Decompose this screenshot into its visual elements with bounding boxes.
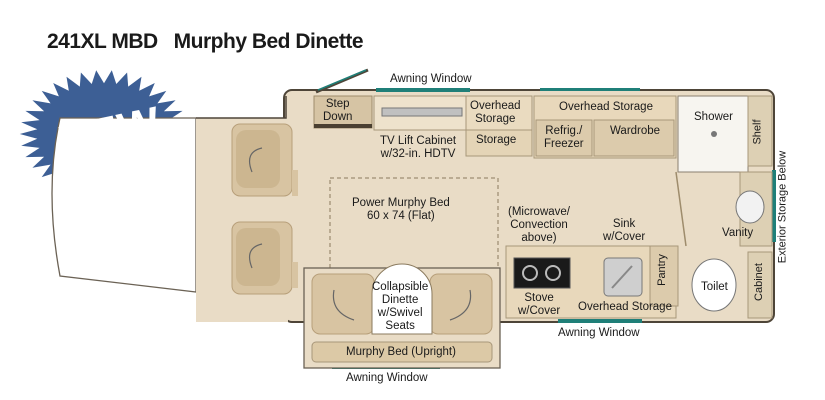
driver-seat [231, 123, 293, 197]
label-shower: Shower [694, 111, 733, 123]
cabinet-bath [747, 251, 773, 319]
side-window-right [772, 170, 776, 242]
awning-window-bottom [558, 319, 642, 323]
label-power-murphy-bed: Power Murphy Bed 60 x 74 (Flat) [352, 197, 450, 222]
entry-door [315, 68, 369, 94]
wardrobe [593, 119, 675, 157]
label-tv-lift: TV Lift Cabinet w/32-in. HDTV [380, 135, 457, 160]
pantry [649, 245, 679, 307]
toilet [691, 258, 737, 312]
label-cabinet: Cabinet [752, 263, 765, 301]
cab-area [51, 117, 197, 293]
overhead-storage-1 [465, 95, 533, 131]
storage-cabinet [465, 129, 533, 157]
label-sink: Sink w/Cover [603, 218, 646, 243]
label-wardrobe: Wardrobe [610, 125, 661, 137]
awning-window-top [376, 88, 470, 92]
dinette-table [371, 263, 433, 335]
label-shelf: Shelf [751, 119, 764, 145]
label-exterior-storage: Exterior Storage Below [776, 150, 789, 264]
step-down-area [313, 95, 373, 129]
label-vanity: Vanity [722, 227, 754, 239]
label-stove: Stove w/Cover [518, 292, 561, 317]
floorplan-title: 241XL MBD Murphy Bed Dinette [47, 30, 364, 54]
label-step-down: Step Down [323, 98, 353, 123]
floorplan-name: Murphy Bed Dinette [173, 30, 364, 53]
label-awning-window-top: Awning Window [390, 73, 472, 85]
shelf [747, 95, 773, 167]
label-pantry: Pantry [655, 254, 668, 286]
label-overhead-storage-3: Overhead Storage [578, 301, 672, 313]
label-overhead-storage-2: Overhead Storage [559, 101, 653, 113]
label-microwave: (Microwave/ Convection above) [508, 206, 570, 244]
label-awning-window-bottom: Awning Window [558, 327, 640, 339]
murphy-bed-upright [311, 341, 493, 363]
passenger-seat [231, 221, 293, 295]
label-collapsible-dinette: Collapsible Dinette w/Swivel Seats [372, 281, 429, 332]
refrigerator [535, 119, 593, 157]
vanity-sink [735, 190, 765, 224]
label-murphy-bed-upright: Murphy Bed (Upright) [346, 346, 456, 358]
dinette-seat-left [311, 273, 375, 335]
model-name: 241XL MBD [47, 30, 158, 53]
label-toilet: Toilet [701, 281, 728, 293]
label-storage: Storage [476, 134, 517, 146]
label-overhead-storage-1: Overhead Storage [470, 100, 521, 125]
label-refrig: Refrig./ Freezer [544, 125, 584, 150]
dinette-seat-right [429, 273, 493, 335]
label-awning-window-slide: Awning Window [346, 372, 428, 384]
